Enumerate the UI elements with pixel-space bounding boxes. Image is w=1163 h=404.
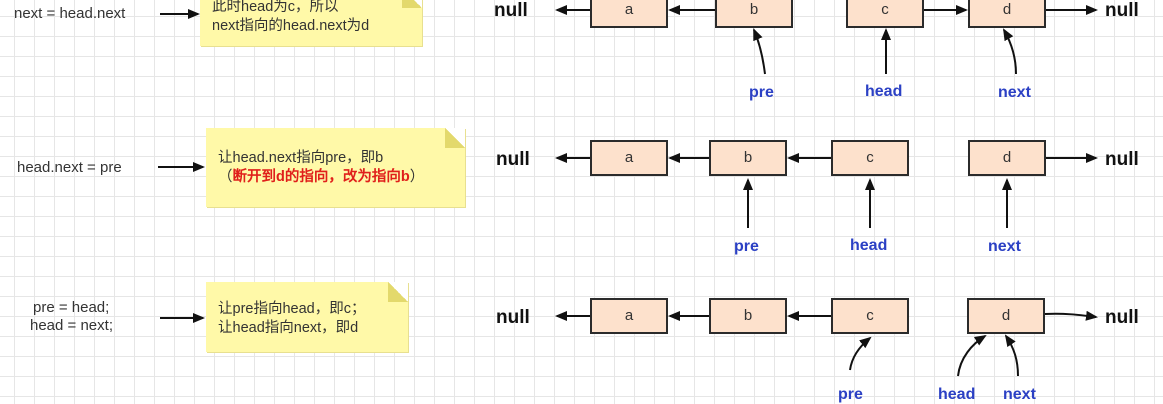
- row2-note-paren-open: （: [218, 169, 233, 185]
- row1-pointer-head: head: [865, 83, 903, 100]
- row3-pointer-head: head: [938, 386, 976, 403]
- row3-null-right: null: [1105, 307, 1139, 328]
- row3-note: 让pre指向head，即c； 让head指向next，即d: [206, 282, 408, 352]
- row1-next-to-d-arrow: [1003, 28, 1017, 75]
- row3-node-c: c: [831, 298, 909, 334]
- row1-null-right: null: [1105, 0, 1139, 21]
- row3-null-left: null: [496, 307, 530, 328]
- row3-node-b: b: [709, 298, 787, 334]
- row2-statement: head.next = pre: [17, 159, 122, 177]
- row2-null-left: null: [496, 149, 530, 170]
- row2-null-right: null: [1105, 149, 1139, 170]
- row2-pointer-pre: pre: [734, 238, 759, 255]
- row1-statement: next = head.next: [14, 5, 125, 23]
- row3-pointer-pre: pre: [838, 386, 863, 403]
- row1-note-line1: 此时head为c，所以: [212, 0, 339, 15]
- row1-node-d: d: [968, 0, 1046, 28]
- row2-note: 让head.next指向pre，即b （断开到d的指向，改为指向b）: [206, 128, 465, 207]
- row2-note-line1: 让head.next指向pre，即b: [218, 150, 384, 166]
- row1-node-c: c: [846, 0, 924, 28]
- row2-pointer-head: head: [850, 237, 888, 254]
- row3-next-to-d-arrow: [1004, 334, 1019, 377]
- row3-note-line2: 让head指向next，即d: [218, 320, 359, 336]
- row3-node-a: a: [590, 298, 668, 334]
- row1-null-left: null: [494, 0, 528, 21]
- row1-statement-line1: next = head.next: [14, 5, 126, 22]
- row2-note-paren-close: ）: [409, 169, 425, 185]
- row3-d-to-null-arrow: [1044, 310, 1098, 321]
- row3-note-line1: 让pre指向head，即c；: [218, 301, 366, 317]
- note-fold-icon: [445, 128, 465, 148]
- row3-head-to-d-arrow: [957, 334, 987, 377]
- row2-pointer-next: next: [988, 238, 1021, 255]
- row2-note-highlight: 断开到d的指向，改为指向b: [232, 169, 410, 185]
- row2-node-d: d: [968, 140, 1046, 176]
- row1-note-line2: next指向的head.next为d: [212, 18, 370, 34]
- row3-statement-line2: head = next;: [30, 317, 113, 334]
- row2-node-a: a: [590, 140, 668, 176]
- row3-pointer-next: next: [1003, 386, 1036, 403]
- row1-pointer-next: next: [998, 84, 1031, 101]
- row1-node-a: a: [590, 0, 668, 28]
- note-fold-icon: [388, 282, 408, 302]
- row3-statement-line1: pre = head;: [33, 299, 110, 316]
- row2-note-line2: （断开到d的指向，改为指向b）: [218, 168, 424, 186]
- row3-pre-to-c-arrow: [849, 336, 872, 371]
- row1-pre-to-b-arrow: [753, 28, 766, 75]
- row2-node-c: c: [831, 140, 909, 176]
- note-fold-icon: [402, 0, 422, 8]
- row3-statement: pre = head; head = next;: [30, 299, 113, 335]
- row1-note: 此时head为c，所以 next指向的head.next为d: [200, 0, 422, 46]
- row1-node-b: b: [715, 0, 793, 28]
- row3-node-d: d: [967, 298, 1045, 334]
- row2-node-b: b: [709, 140, 787, 176]
- row1-pointer-pre: pre: [749, 84, 774, 101]
- row2-statement-line1: head.next = pre: [17, 159, 122, 176]
